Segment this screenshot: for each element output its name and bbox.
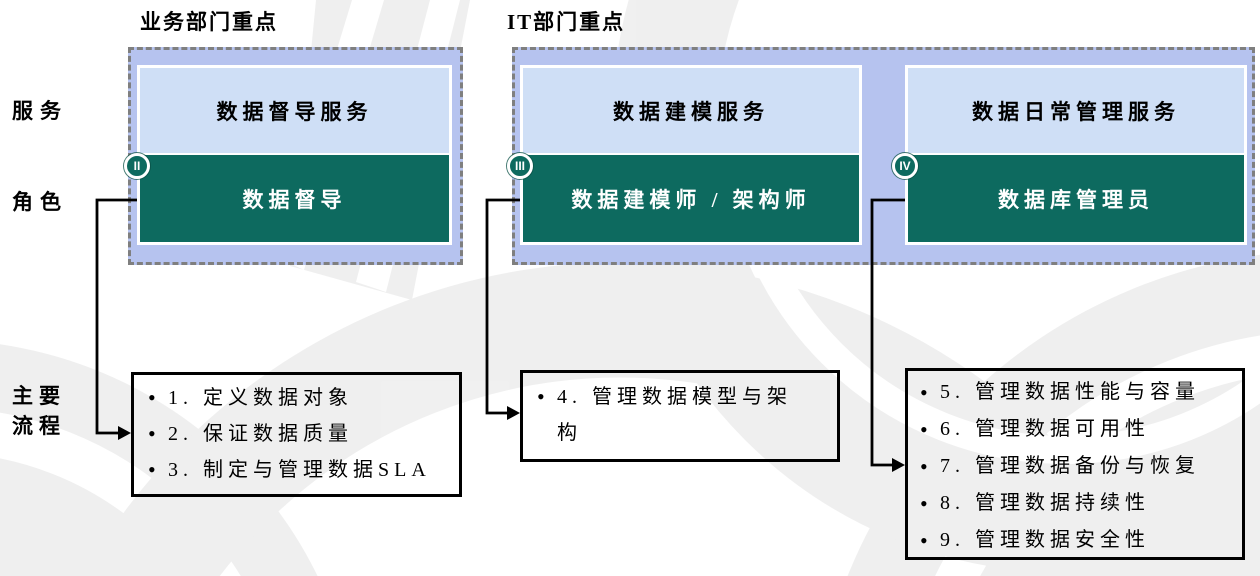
column-header-business: 业务部门重点 [140,10,278,34]
process-box-1: 1. 定义数据对象 2. 保证数据质量 3. 制定与管理数据SLA [131,372,462,497]
service-role-unit-2: 数据建模服务 数据建模师 / 架构师 [520,65,862,245]
row-label-service: 服务 [12,99,68,123]
process-item: 6. 管理数据可用性 [918,411,1238,448]
numeral-badge-iii: III [507,153,533,179]
service-box-3: 数据日常管理服务 [908,68,1244,153]
service-box-2: 数据建模服务 [523,68,859,153]
process-list-1: 1. 定义数据对象 2. 保证数据质量 3. 制定与管理数据SLA [146,380,453,488]
process-item: 5. 管理数据性能与容量 [918,374,1238,411]
process-item: 1. 定义数据对象 [146,380,453,416]
process-item: 2. 保证数据质量 [146,416,453,452]
service-box-1: 数据督导服务 [140,68,449,153]
column-header-it: IT部门重点 [507,10,626,34]
row-label-role: 角色 [12,190,68,214]
process-item: 9. 管理数据安全性 [918,522,1238,559]
numeral-badge-ii: II [124,153,150,179]
process-item: 4. 管理数据模型与架构 [535,379,803,451]
process-box-3: 5. 管理数据性能与容量 6. 管理数据可用性 7. 管理数据备份与恢复 8. … [905,368,1245,560]
row-label-process: 主要流程 [12,384,66,438]
process-list-2: 4. 管理数据模型与架构 [535,379,831,451]
service-role-unit-3: 数据日常管理服务 数据库管理员 [905,65,1247,245]
role-box-1: 数据督导 [140,153,449,242]
numeral-badge-iv: IV [892,153,918,179]
role-box-2: 数据建模师 / 架构师 [523,153,859,242]
process-list-3: 5. 管理数据性能与容量 6. 管理数据可用性 7. 管理数据备份与恢复 8. … [918,374,1238,559]
role-box-3: 数据库管理员 [908,153,1244,242]
process-item: 8. 管理数据持续性 [918,485,1238,522]
process-item: 3. 制定与管理数据SLA [146,452,453,488]
service-role-unit-1: 数据督导服务 数据督导 [137,65,452,245]
process-box-2: 4. 管理数据模型与架构 [520,370,840,462]
process-item: 7. 管理数据备份与恢复 [918,448,1238,485]
